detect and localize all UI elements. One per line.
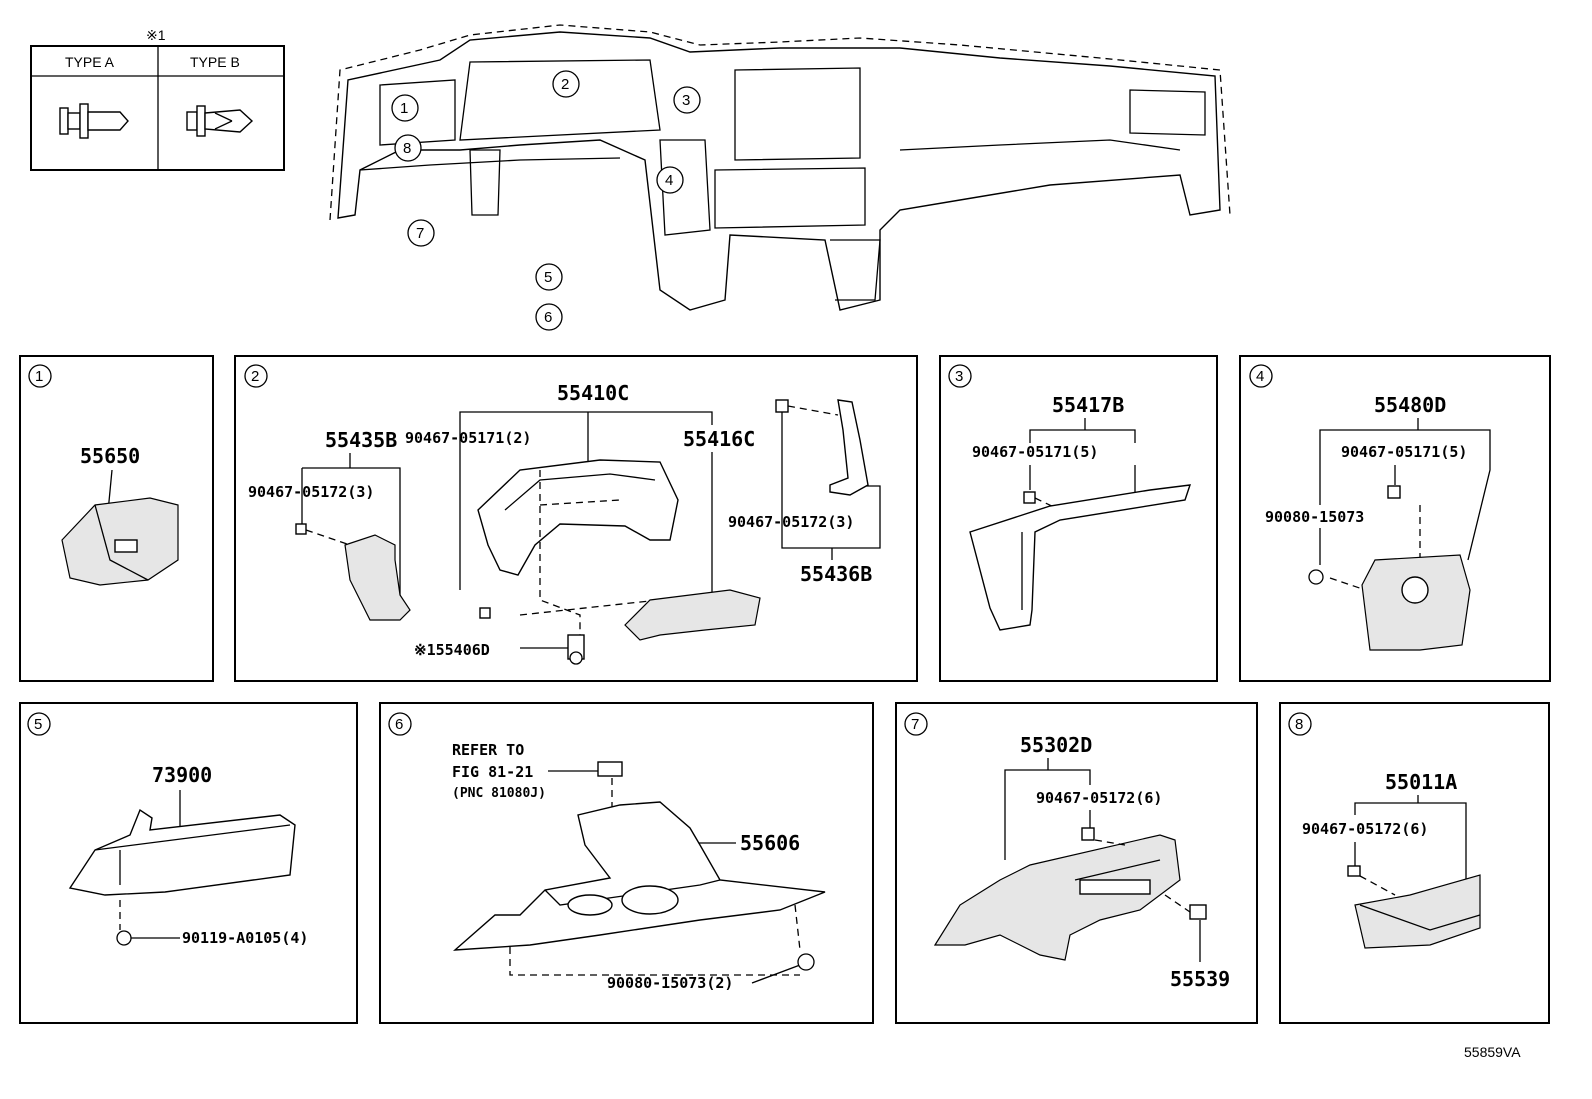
label-55410c: 55410C bbox=[557, 381, 629, 405]
overview-callout-6: 6 bbox=[535, 303, 563, 331]
side-vent-part bbox=[61, 497, 179, 586]
overview-callout-2: 2 bbox=[552, 70, 580, 98]
panel-2-index: 2 bbox=[251, 368, 259, 385]
clip-a-icon bbox=[295, 523, 307, 535]
part-55011a bbox=[1354, 874, 1481, 949]
label-55417b: 55417B bbox=[1052, 393, 1124, 417]
part-55539-icon bbox=[1189, 904, 1207, 920]
part-73900 bbox=[68, 808, 296, 896]
panel-3: 3 55417B 90467-05171(5) bbox=[939, 355, 1218, 682]
overview-callout-8: 8 bbox=[394, 134, 422, 162]
label-clip-4: 90467-05171(5) bbox=[1341, 443, 1467, 461]
screw-6-icon bbox=[797, 953, 815, 971]
svg-text:3: 3 bbox=[682, 92, 690, 109]
label-55416c: 55416C bbox=[683, 427, 755, 451]
label-55606: 55606 bbox=[740, 831, 800, 855]
part-55416c bbox=[624, 589, 761, 641]
label-screw-6: 90080-15073(2) bbox=[607, 974, 733, 992]
svg-text:1: 1 bbox=[400, 100, 408, 117]
label-55302d: 55302D bbox=[1020, 733, 1092, 757]
panel-8: 8 55011A 90467-05172(6) bbox=[1279, 702, 1550, 1024]
svg-text:5: 5 bbox=[544, 269, 552, 286]
clip-c-icon bbox=[775, 399, 789, 413]
label-clip-b: 90467-05171(2) bbox=[405, 429, 531, 447]
panel-5-index: 5 bbox=[34, 716, 42, 733]
part-55410c bbox=[477, 459, 679, 576]
label-clip-7: 90467-05172(6) bbox=[1036, 789, 1162, 807]
svg-text:4: 4 bbox=[665, 172, 673, 189]
label-bolt-5: 90119-A0105(4) bbox=[182, 929, 308, 947]
part-55606 bbox=[452, 801, 826, 951]
panel-7: 7 55302D 90467-05172(6) 55539 bbox=[895, 702, 1258, 1024]
label-55011a: 55011A bbox=[1385, 770, 1457, 794]
svg-text:7: 7 bbox=[416, 225, 424, 242]
label-clip-a: 90467-05172(3) bbox=[248, 483, 374, 501]
clip-3-icon bbox=[1023, 491, 1036, 504]
label-55480d: 55480D bbox=[1374, 393, 1446, 417]
panel-6: 6 REFER TO FIG 81-21 (PNC 81080J) 55606 … bbox=[379, 702, 874, 1024]
legend-note-mark: ※1 bbox=[146, 27, 166, 43]
label-clip-3: 90467-05171(5) bbox=[972, 443, 1098, 461]
clip-4-icon bbox=[1387, 485, 1401, 499]
panel-1-part-label: 55650 bbox=[80, 444, 140, 468]
part-55480d bbox=[1361, 554, 1471, 651]
label-55539: 55539 bbox=[1170, 967, 1230, 991]
overview-callout-4: 4 bbox=[656, 166, 684, 194]
label-screw-4: 90080-15073 bbox=[1265, 508, 1364, 526]
type-b-clip-icon bbox=[186, 105, 254, 137]
overview-callout-3: 3 bbox=[673, 86, 701, 114]
screw-4-icon bbox=[1308, 569, 1324, 585]
label-55435b: 55435B bbox=[325, 428, 397, 452]
part-55417b bbox=[969, 484, 1192, 631]
panel-4: 4 55480D 90467-05171(5) 90080-15073 bbox=[1239, 355, 1551, 682]
label-55406d: ※155406D bbox=[414, 641, 490, 659]
part-55302d bbox=[933, 834, 1181, 961]
clip-7-icon bbox=[1081, 827, 1095, 841]
overview-callout-7: 7 bbox=[407, 219, 435, 247]
label-73900: 73900 bbox=[152, 763, 212, 787]
panel-1-index: 1 bbox=[35, 368, 43, 385]
panel-5: 5 73900 90119-A0105(4) bbox=[19, 702, 358, 1024]
clip-8-icon bbox=[1347, 865, 1361, 877]
bolt-5-icon bbox=[116, 930, 132, 946]
panel-8-index: 8 bbox=[1295, 716, 1303, 733]
dashboard-overview: 1 2 3 4 5 6 7 8 bbox=[329, 24, 1231, 331]
panel-1: 1 55650 bbox=[19, 355, 214, 682]
svg-text:8: 8 bbox=[403, 140, 411, 157]
svg-text:6: 6 bbox=[544, 309, 552, 326]
overview-callout-1: 1 bbox=[391, 94, 419, 122]
panel-4-index: 4 bbox=[1256, 368, 1264, 385]
refer-clip-icon bbox=[597, 761, 623, 777]
refer-line-3: (PNC 81080J) bbox=[452, 786, 546, 801]
clip-b-icon bbox=[479, 607, 491, 619]
overview-callout-5: 5 bbox=[535, 263, 563, 291]
type-a-clip-icon bbox=[59, 103, 129, 139]
panel-6-index: 6 bbox=[395, 716, 403, 733]
label-clip-c: 90467-05172(3) bbox=[728, 513, 854, 531]
panel-3-index: 3 bbox=[955, 368, 963, 385]
svg-text:2: 2 bbox=[561, 76, 569, 93]
part-55435b bbox=[344, 534, 411, 621]
legend-type-a-label: TYPE A bbox=[65, 54, 115, 70]
refer-line-1: REFER TO bbox=[452, 741, 524, 759]
figure-code: 55859VA bbox=[1464, 1044, 1521, 1060]
legend-type-b-label: TYPE B bbox=[190, 54, 240, 70]
clip-type-legend: ※1 TYPE A TYPE B bbox=[30, 27, 285, 171]
panel-7-index: 7 bbox=[911, 716, 919, 733]
label-clip-8: 90467-05172(6) bbox=[1302, 820, 1428, 838]
label-55436b: 55436B bbox=[800, 562, 872, 586]
part-55436b bbox=[829, 399, 869, 496]
part-55406d-clip bbox=[567, 634, 585, 665]
panel-2: 2 55435B 90467-05172(3) 90467-05171(2) 5… bbox=[234, 355, 918, 682]
refer-line-2: FIG 81-21 bbox=[452, 763, 533, 781]
